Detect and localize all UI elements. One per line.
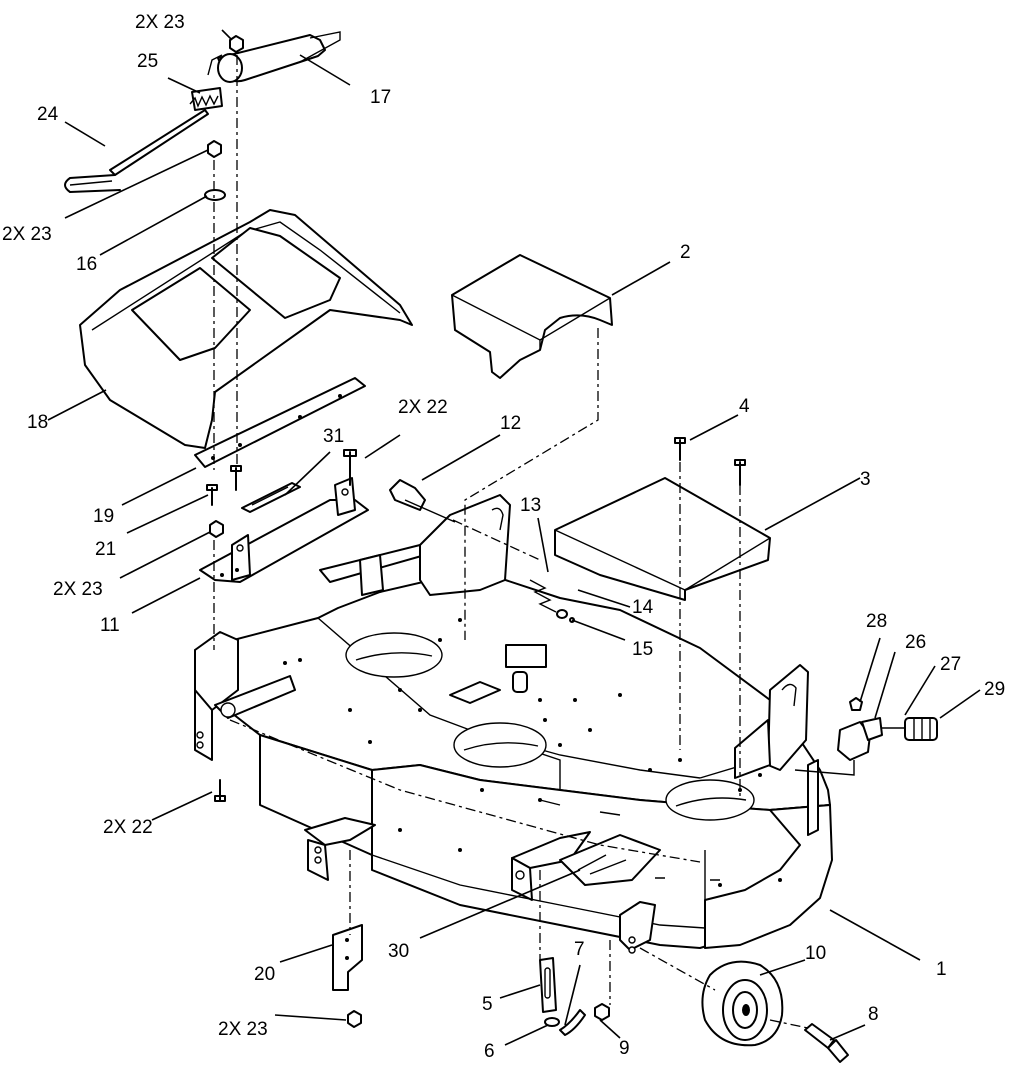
callout-31: 31	[323, 426, 345, 447]
axle-bolt-8	[804, 1023, 849, 1063]
belt-cover-right	[554, 477, 771, 601]
callout-20: 20	[254, 964, 276, 985]
callout-23-top: 2X 23	[135, 12, 185, 33]
callout-25: 25	[137, 51, 159, 72]
strap	[194, 377, 366, 468]
callout-6: 6	[484, 1041, 495, 1062]
callout-19: 19	[93, 506, 115, 527]
callout-9: 9	[619, 1038, 630, 1059]
callout-18: 18	[27, 412, 49, 433]
callout-23-bottom: 2X 23	[218, 1019, 268, 1040]
callout-14: 14	[632, 597, 654, 618]
callout-3: 3	[860, 469, 871, 490]
rod	[64, 109, 209, 193]
link-5	[539, 957, 557, 1013]
callout-21: 21	[95, 539, 117, 560]
decal-31	[241, 482, 301, 513]
callout-5: 5	[482, 994, 493, 1015]
bolts	[206, 449, 357, 802]
callout-22-top: 2X 22	[398, 397, 448, 418]
assembly-lines	[213, 55, 809, 1029]
belt-shield	[79, 209, 413, 449]
callout-30: 30	[388, 941, 410, 962]
spring	[189, 87, 223, 111]
callout-28: 28	[866, 611, 888, 632]
nut-9	[594, 1003, 610, 1021]
wash-fitting	[794, 697, 938, 776]
spring-13	[529, 579, 575, 623]
cotter-pin-7	[559, 1009, 586, 1036]
belt-cover-left	[451, 254, 613, 379]
callout-26: 26	[905, 632, 927, 653]
callout-16: 16	[76, 254, 98, 275]
callout-29: 29	[984, 679, 1006, 700]
callout-23-middle: 2X 23	[53, 579, 103, 600]
bolts-4	[674, 437, 746, 486]
callout-2: 2	[680, 242, 691, 263]
callout-24: 24	[37, 104, 59, 125]
washer-16	[204, 189, 226, 201]
callout-27: 27	[940, 654, 962, 675]
callout-12: 12	[500, 413, 522, 434]
callout-13: 13	[520, 495, 542, 516]
callout-4: 4	[739, 396, 750, 417]
washer-6	[544, 1017, 560, 1027]
callout-8: 8	[868, 1004, 879, 1025]
bracket-20	[332, 924, 363, 991]
callout-15: 15	[632, 639, 654, 660]
callout-23-upper: 2X 23	[2, 224, 52, 245]
leader-lines	[47, 29, 981, 1046]
gauge-wheel	[701, 960, 784, 1047]
nuts-23	[207, 35, 362, 1028]
idler-bracket	[199, 477, 369, 583]
lever-handle	[207, 31, 341, 83]
callout-1: 1	[936, 959, 947, 980]
mower-deck	[194, 494, 833, 954]
callout-11: 11	[100, 615, 120, 636]
callout-17: 17	[370, 87, 392, 108]
callout-22-bottom: 2X 22	[103, 817, 153, 838]
callout-10: 10	[805, 943, 827, 964]
callout-7: 7	[574, 939, 585, 960]
pin-12	[389, 479, 456, 523]
